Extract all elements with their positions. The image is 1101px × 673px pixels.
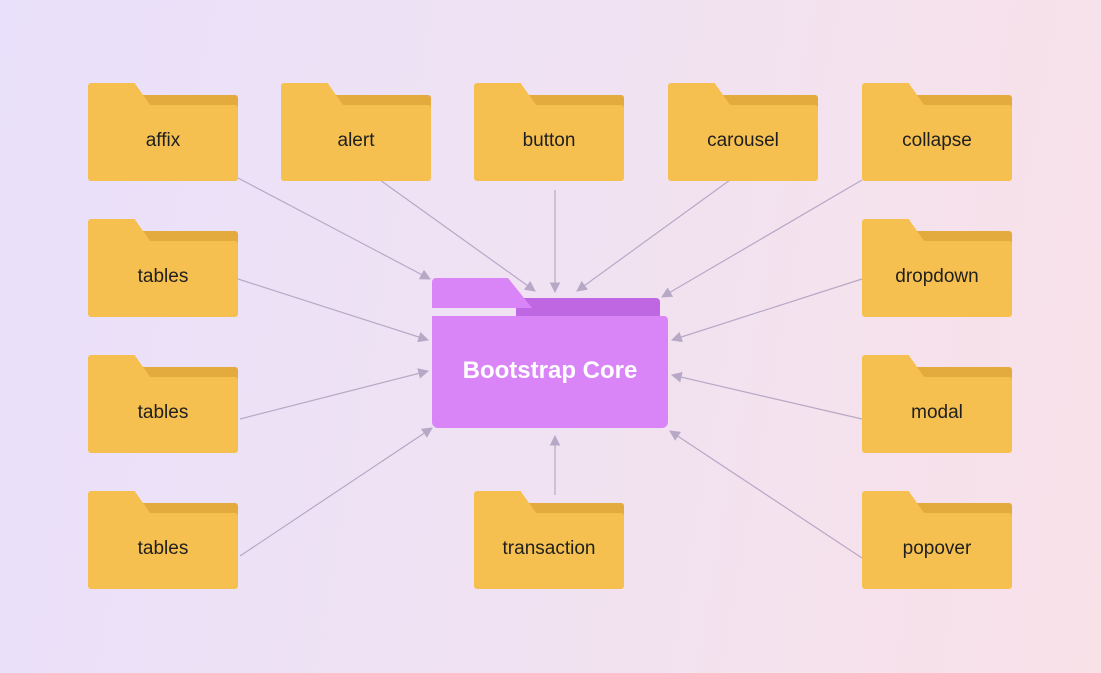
- arrow-alert: [379, 179, 536, 292]
- folder-label: dropdown: [895, 266, 979, 287]
- folder-icon: [281, 105, 431, 181]
- arrow-dropdown: [670, 278, 863, 343]
- folder-label: button: [522, 130, 576, 151]
- folder-label: tables: [137, 266, 189, 287]
- arrow-affix: [237, 177, 431, 280]
- folder-icon: [862, 241, 1012, 317]
- folder-button[interactable]: button: [474, 83, 624, 181]
- folder-label: alert: [337, 130, 375, 151]
- folder-transaction[interactable]: transaction: [474, 491, 624, 589]
- folder-icon: [88, 377, 238, 453]
- folder-tables-3[interactable]: tables: [88, 491, 238, 589]
- core-folder-icon: [432, 316, 668, 428]
- folder-dropdown[interactable]: dropdown: [862, 219, 1012, 317]
- folder-icon: [862, 513, 1012, 589]
- folder-carousel[interactable]: carousel: [668, 83, 818, 181]
- folder-label: popover: [902, 538, 972, 559]
- folder-icon: [862, 377, 1012, 453]
- folder-alert[interactable]: alert: [281, 83, 431, 181]
- folder-bootstrap-core[interactable]: Bootstrap Core: [432, 278, 668, 428]
- folder-modal[interactable]: modal: [862, 355, 1012, 453]
- folder-tables-2[interactable]: tables: [88, 355, 238, 453]
- arrow-collapse: [661, 179, 863, 298]
- arrow-popover: [669, 430, 863, 559]
- folder-icon: [862, 105, 1012, 181]
- folder-label: modal: [911, 402, 963, 423]
- folder-affix[interactable]: affix: [88, 83, 238, 181]
- arrow-tables-2: [239, 368, 430, 420]
- folder-icon: [474, 105, 624, 181]
- folder-collapse[interactable]: collapse: [862, 83, 1012, 181]
- folder-icon: [474, 513, 624, 589]
- arrow-modal: [670, 371, 863, 420]
- arrow-carousel: [576, 179, 731, 292]
- folder-label: transaction: [502, 538, 596, 559]
- core-folder-label: Bootstrap Core: [462, 357, 638, 384]
- folder-tables-1[interactable]: tables: [88, 219, 238, 317]
- folder-popover[interactable]: popover: [862, 491, 1012, 589]
- arrow-tables-1: [237, 278, 430, 343]
- arrow-tables-3: [239, 427, 433, 557]
- folder-icon: [88, 241, 238, 317]
- folder-icon: [668, 105, 818, 181]
- folder-label: carousel: [707, 130, 779, 151]
- folder-icon: [88, 513, 238, 589]
- folder-label: tables: [137, 402, 189, 423]
- folder-label: tables: [137, 538, 189, 559]
- folder-label: affix: [145, 130, 181, 151]
- folder-label: collapse: [902, 130, 972, 151]
- folder-icon: [88, 105, 238, 181]
